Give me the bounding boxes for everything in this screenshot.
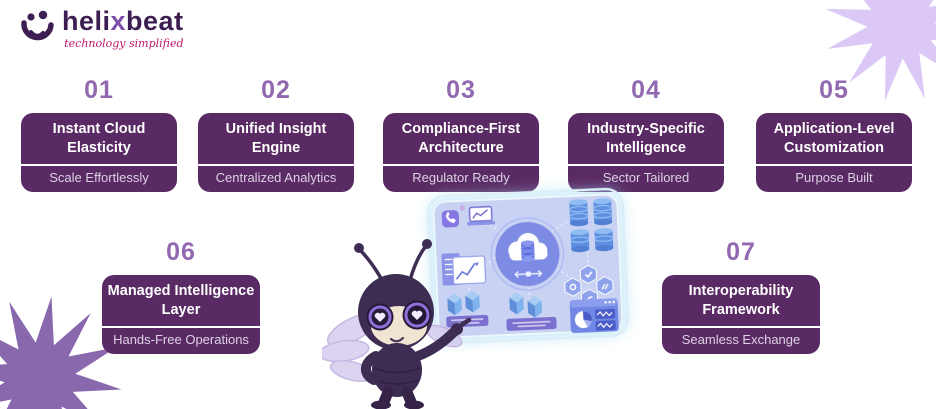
- wave-chart-icon: [595, 308, 616, 331]
- mascot-body: [372, 343, 422, 397]
- feature-subtitle: Sector Tailored: [602, 169, 690, 185]
- feature-card-3: 03 Compliance-First Architecture Regulat…: [383, 76, 539, 192]
- brand-tagline: technology simplified: [64, 37, 184, 50]
- feature-title: Industry-Specific Intelligence: [568, 113, 724, 166]
- feature-number: 07: [726, 238, 756, 266]
- feature-title: Application-Level Customization: [756, 113, 912, 166]
- feature-card-6: 06 Managed Intelligence Layer Hands-Free…: [102, 238, 260, 354]
- data-cube-icon: [446, 290, 489, 328]
- feature-subtitle: Hands-Free Operations: [113, 331, 249, 347]
- feature-title: Interoperability Framework: [662, 275, 820, 328]
- feature-card-body: Interoperability Framework Seamless Exch…: [662, 275, 820, 354]
- feature-subtitle: Regulator Ready: [412, 169, 510, 185]
- feature-card-4: 04 Industry-Specific Intelligence Sector…: [568, 76, 724, 192]
- feature-title: Managed Intelligence Layer: [102, 275, 260, 328]
- mascot-arm-pointing: [413, 326, 460, 361]
- feature-card-2: 02 Unified Insight Engine Centralized An…: [198, 76, 354, 192]
- cloud-platform-screen: [426, 187, 630, 345]
- feature-number: 04: [631, 76, 661, 104]
- feature-card-body: Instant Cloud Elasticity Scale Effortles…: [21, 113, 177, 192]
- feature-number: 05: [819, 76, 849, 104]
- feature-number: 03: [446, 76, 476, 104]
- mascot-legs: [378, 386, 417, 408]
- feature-number: 01: [84, 76, 114, 104]
- feature-title: Compliance-First Architecture: [383, 113, 539, 166]
- feature-card-body: Industry-Specific Intelligence Sector Ta…: [568, 113, 724, 192]
- mascot-smile: [389, 336, 405, 343]
- feature-card-5: 05 Application-Level Customization Purpo…: [756, 76, 912, 192]
- feature-card-body: Unified Insight Engine Centralized Analy…: [198, 113, 354, 192]
- cloud-database-icon: [490, 217, 565, 291]
- bee-robot-mascot: [322, 239, 472, 409]
- feature-number: 02: [261, 76, 291, 104]
- feature-subtitle: Seamless Exchange: [681, 331, 801, 347]
- brand-logo: helixbeat technology simplified: [16, 8, 184, 50]
- pie-chart-icon: [574, 311, 592, 329]
- feature-subtitle: Scale Effortlessly: [49, 169, 149, 185]
- phone-icon: [441, 205, 465, 228]
- feature-card-body: Application-Level Customization Purpose …: [756, 113, 912, 192]
- feature-card-1: 01 Instant Cloud Elasticity Scale Effort…: [21, 76, 177, 192]
- feature-title: Instant Cloud Elasticity: [21, 113, 177, 166]
- feature-subtitle: Purpose Built: [795, 169, 873, 185]
- brand-name: helixbeat: [62, 6, 184, 36]
- feature-card-body: Compliance-First Architecture Regulator …: [383, 113, 539, 192]
- feature-subtitle: Centralized Analytics: [215, 169, 337, 185]
- mascot-arm-akimbo: [361, 351, 381, 385]
- database-stack-icon: [568, 198, 614, 253]
- feature-card-7: 07 Interoperability Framework Seamless E…: [662, 238, 820, 354]
- analytics-dashboard-icon: [569, 298, 619, 334]
- feature-card-body: Managed Intelligence Layer Hands-Free Op…: [102, 275, 260, 354]
- laptop-chart-icon: [467, 205, 496, 226]
- trend-chart-icon: [452, 255, 487, 285]
- data-cube-icon-2: [506, 292, 557, 331]
- mascot-eyes: [366, 300, 432, 331]
- helixbeat-logo-icon: [21, 10, 54, 41]
- feature-title: Unified Insight Engine: [198, 113, 354, 166]
- feature-number: 06: [166, 238, 196, 266]
